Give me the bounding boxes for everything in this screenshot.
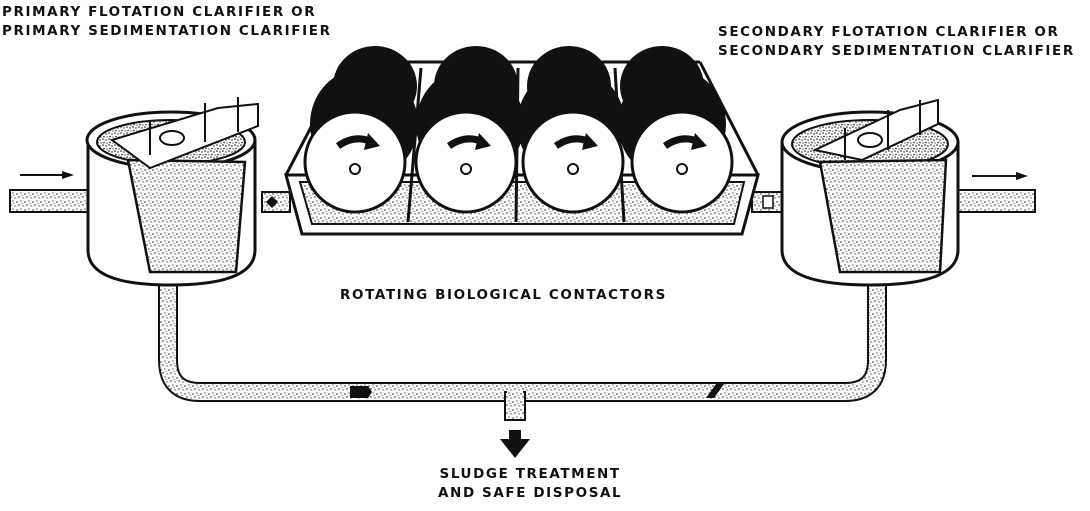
secondary-label-line-1: SECONDARY FLOTATION CLARIFIER OR [718, 23, 1075, 42]
rbc-label: ROTATING BIOLOGICAL CONTACTORS [340, 286, 667, 305]
rbc-drum-3 [517, 46, 625, 212]
primary-clarifier [87, 97, 258, 285]
secondary-label-line-2: SECONDARY SEDIMENTATION CLARIFIER [718, 42, 1075, 61]
connector-pipe-right [752, 192, 784, 212]
primary-label-line-2: PRIMARY SEDIMENTATION CLARIFIER [2, 22, 332, 41]
sludge-label-line-2: AND SAFE DISPOSAL [438, 484, 622, 503]
secondary-clarifier [782, 100, 958, 285]
connector-pipe-left [262, 192, 290, 212]
sludge-label-line-1: SLUDGE TREATMENT [438, 465, 622, 484]
effluent-pipe [955, 172, 1035, 212]
rbc-drum-2 [416, 46, 524, 212]
influent-pipe [10, 171, 90, 212]
secondary-clarifier-label: SECONDARY FLOTATION CLARIFIER OR SECONDA… [718, 23, 1075, 61]
primary-label-line-1: PRIMARY FLOTATION CLARIFIER OR [2, 3, 332, 22]
sludge-down-arrow [500, 430, 530, 458]
sludge-treatment-label: SLUDGE TREATMENT AND SAFE DISPOSAL [438, 465, 622, 503]
pipe-valve-left [350, 386, 372, 398]
primary-clarifier-label: PRIMARY FLOTATION CLARIFIER OR PRIMARY S… [2, 3, 332, 41]
